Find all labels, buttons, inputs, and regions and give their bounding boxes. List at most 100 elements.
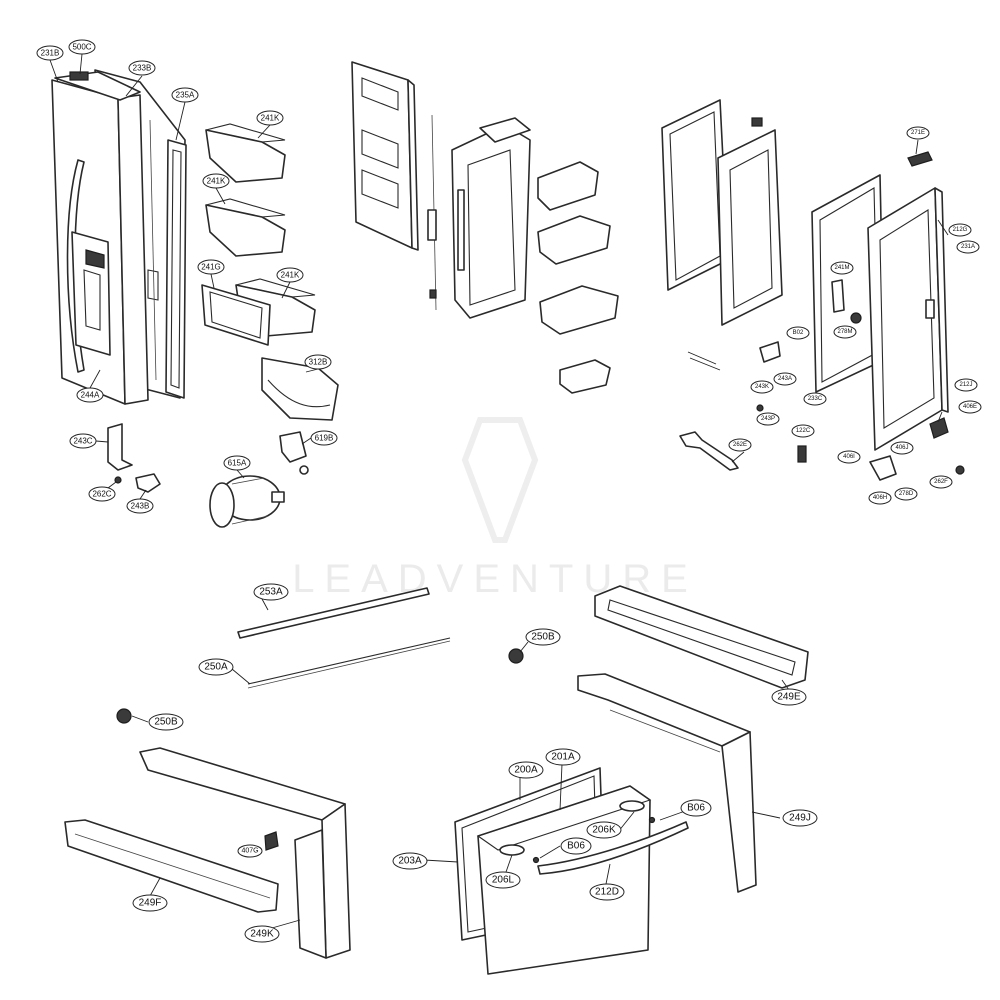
clip-1 [427, 209, 437, 241]
rail-249k-top [139, 747, 346, 821]
svg-text:B06: B06 [687, 803, 705, 814]
svg-text:244A: 244A [81, 391, 100, 400]
bin-divider-frame [209, 291, 263, 339]
callout-253a: 253A [253, 583, 289, 601]
callout-615a: 615A [223, 455, 251, 471]
part-122c [797, 445, 807, 463]
callout-619b: 619B [310, 430, 338, 446]
callout-231a: 231A [956, 240, 980, 254]
svg-text:262F: 262F [934, 479, 948, 485]
svg-text:407G: 407G [241, 848, 258, 855]
callout-262c: 262C [88, 486, 116, 502]
callout-271e: 271E [906, 126, 930, 140]
callout-241k-1: 241K [256, 110, 284, 126]
callout-406i: 406I [837, 450, 861, 464]
clip-407g [264, 831, 279, 851]
rod-250a-2 [247, 640, 451, 689]
svg-text:619B: 619B [315, 434, 334, 443]
pin-detail-2 [689, 357, 721, 371]
right-door-handle-block [925, 299, 935, 319]
rail-249j-line [609, 709, 721, 753]
svg-text:406I: 406I [843, 454, 855, 460]
clip-2 [429, 289, 437, 299]
callout-233b: 233B [128, 60, 156, 76]
door-bin-1-top [205, 123, 286, 143]
hinge-243b [135, 473, 161, 493]
callout-b06-1: B06 [680, 799, 712, 817]
callout-249f: 249F [132, 894, 168, 912]
rail-249j-vertical [721, 731, 757, 893]
svg-text:250B: 250B [531, 632, 555, 643]
ice-compartment-front [467, 149, 516, 306]
svg-text:206L: 206L [492, 875, 515, 886]
callouts: 231B 500C 233B 235A 244A 241K 241K 241G … [36, 39, 982, 943]
dispenser-lever [83, 269, 101, 331]
door-bins-left [201, 123, 339, 421]
screw-262c [114, 476, 122, 484]
ice-auger-motor-615a [209, 475, 285, 528]
callout-243a: 243A [773, 372, 797, 386]
callout-500c: 500C [68, 39, 96, 55]
callout-241g: 241G [197, 259, 225, 275]
callout-203a: 203A [392, 852, 428, 870]
rail-249k-lower [294, 829, 327, 959]
svg-text:201A: 201A [551, 752, 575, 763]
center-door-group [351, 61, 619, 394]
gear-250b-left [116, 708, 132, 724]
svg-text:231B: 231B [41, 49, 60, 58]
callout-406h: 406H [868, 491, 892, 505]
dispenser-recess [71, 231, 111, 356]
door-liner-panel [351, 61, 413, 249]
svg-text:241K: 241K [261, 114, 280, 123]
drawer-front-top [476, 785, 652, 851]
rail-249j-top [577, 673, 751, 747]
svg-text:250B: 250B [154, 717, 178, 728]
rail-249k-vertical [321, 803, 351, 959]
svg-text:212J: 212J [959, 382, 972, 388]
svg-text:200A: 200A [514, 765, 538, 776]
handle-mount-206k [619, 800, 645, 812]
slide-rail-249e [594, 585, 809, 689]
svg-text:406E: 406E [963, 404, 977, 410]
screw-262f [955, 465, 965, 475]
svg-text:B06: B06 [567, 841, 585, 852]
right-door-panel [867, 187, 943, 451]
part-278m [850, 312, 862, 324]
top-cap-clip [69, 71, 89, 81]
callout-249e: 249E [771, 688, 807, 706]
center-bin-small [559, 359, 611, 394]
svg-text:249J: 249J [789, 813, 811, 824]
svg-text:262E: 262E [733, 442, 747, 448]
leader-lines [49, 53, 949, 929]
hinge-271e [907, 151, 933, 167]
door-hinge-block [147, 269, 159, 301]
door-bin-2 [205, 204, 286, 257]
drawer-group [64, 585, 809, 975]
door-bin-3-top [235, 278, 316, 298]
svg-text:249E: 249E [777, 692, 801, 703]
liner-window-2 [361, 129, 399, 169]
callout-249j: 249J [782, 809, 818, 827]
svg-text:122C: 122C [796, 428, 811, 434]
svg-text:206K: 206K [592, 825, 616, 836]
svg-text:231A: 231A [961, 244, 975, 250]
callout-206k: 206K [586, 821, 622, 839]
right-door-edge [934, 187, 949, 413]
callout-249k: 249K [244, 925, 280, 943]
callout-262e: 262E [728, 438, 752, 452]
callout-278m: 278M [833, 325, 857, 339]
svg-text:235A: 235A [176, 91, 195, 100]
screw-b06-2 [532, 856, 540, 864]
door-liner-edge [407, 79, 419, 251]
small-parts-left [107, 423, 309, 528]
svg-text:241M: 241M [834, 265, 849, 271]
callout-201a: 201A [545, 748, 581, 766]
svg-text:500C: 500C [72, 43, 91, 52]
callout-406j: 406J [890, 441, 914, 455]
valve-619b [279, 431, 307, 463]
callout-212g: 212G [948, 223, 972, 237]
bracket-243c [107, 423, 133, 471]
svg-text:212G: 212G [953, 227, 968, 233]
svg-text:243C: 243C [73, 437, 92, 446]
